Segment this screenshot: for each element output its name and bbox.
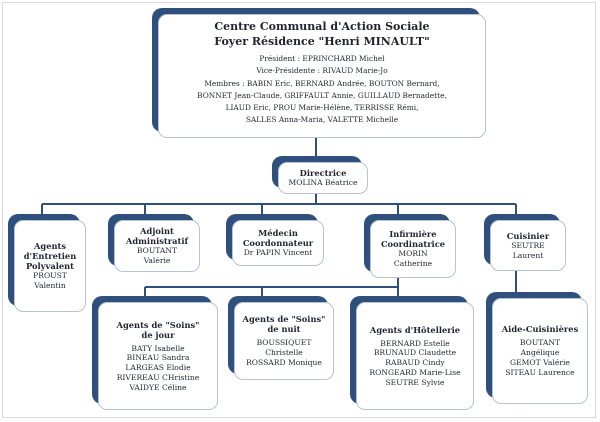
person-name: GEMOT Valérie <box>510 358 570 367</box>
card-title: Aide-Cuisinières <box>501 324 579 335</box>
card-title: Cuisinier <box>506 230 550 241</box>
person-name: Catherine <box>393 259 433 268</box>
person-name: Laurent <box>512 250 544 260</box>
directrice-name: MOLINA Béatrice <box>288 178 358 188</box>
card-title: Infirmière <box>389 229 437 240</box>
person-name: BATY Isabelle <box>131 343 185 353</box>
cuisinier-card: Cuisinier SEUTRE Laurent <box>484 214 566 271</box>
person-name: Angélique <box>520 348 560 358</box>
person-name: RIVEREAU CHristine <box>116 372 200 382</box>
person-name: VAIDYE Céline <box>129 382 187 392</box>
members-line: LIAUD Eric, PROU Marie-Hélène, TERRISSE … <box>225 103 419 113</box>
card-title: Coordinatrice <box>380 239 446 250</box>
card-title: Coordonnateur <box>242 238 314 249</box>
card-title: Agents de "Soins" <box>116 319 200 330</box>
person-name: RONGEARD Marie-Lise <box>369 367 461 377</box>
members-line: Membres : BABIN Eric, BERNARD Andrée, BO… <box>204 78 440 88</box>
person-name: Dr PAPIN Vincent <box>243 248 313 258</box>
card-title: de jour <box>141 329 175 340</box>
vice-president-line: Vice-Présidente : RIVAUD Marie-Jo <box>256 66 388 76</box>
card-title: de nuit <box>267 324 301 335</box>
card-title: Agents d'Hôtellerie <box>369 324 461 335</box>
agents-hotellerie-card: Agents d'Hôtellerie BERNARD Estelle BRUN… <box>350 296 474 410</box>
card-title: Agents de "Soins" <box>242 314 326 325</box>
directrice-title: Directrice <box>299 168 347 179</box>
person-name: BINEAU Sandra <box>126 353 190 363</box>
card-title: Agents <box>33 241 67 252</box>
person-name: BOUSSIQUET <box>256 338 312 348</box>
person-name: BOUTANT <box>519 338 561 348</box>
person-name: Valérie <box>143 256 171 265</box>
person-name: BOUTANT <box>136 246 178 256</box>
card-title: Médecin <box>258 228 298 239</box>
president-line: Président : EPRINCHARD Michel <box>259 54 385 63</box>
card-title: d'Entretien <box>23 251 77 262</box>
person-name: LARGEAS Elodie <box>125 363 191 373</box>
person-name: Christelle <box>265 348 303 358</box>
adjoint-administratif-card: Adjoint Administratif BOUTANT Valérie <box>108 214 200 272</box>
medecin-coordonnateur-card: Médecin Coordonnateur Dr PAPIN Vincent <box>226 214 324 266</box>
agents-entretien-card: Agents d'Entretien Polyvalent PROUST Val… <box>8 214 86 312</box>
person-name: SEUTRE <box>511 240 545 250</box>
aide-cuisinieres-card: Aide-Cuisinières BOUTANT Angélique GEMOT… <box>486 292 588 404</box>
person-name: BRUNAUD Claudette <box>373 348 457 358</box>
ccas-title: Centre Communal d'Action Sociale <box>214 20 430 33</box>
card-title: Administratif <box>125 236 189 247</box>
person-name: RABAUD Cindy <box>385 358 445 368</box>
members-line: BONNET Jean-Claude, GRIFFAULT Annie, GUI… <box>197 90 447 100</box>
person-name: Valentin <box>34 281 66 290</box>
members-line: SALLES Anna-Maria, VALETTE Michelle <box>245 115 399 125</box>
infirmiere-coordinatrice-card: Infirmière Coordinatrice MORIN Catherine <box>364 214 456 278</box>
person-name: BERNARD Estelle <box>380 338 450 348</box>
soins-jour-card: Agents de "Soins" de jour BATY Isabelle … <box>92 296 218 410</box>
soins-nuit-card: Agents de "Soins" de nuit BOUSSIQUET Chr… <box>228 296 334 380</box>
person-name: PROUST <box>33 271 67 281</box>
foyer-title: Foyer Résidence "Henri MINAULT" <box>214 35 430 48</box>
person-name: SEUTRE Sylvie <box>385 377 445 387</box>
ccas-board-card: Centre Communal d'Action Sociale Foyer R… <box>152 8 486 138</box>
directrice-card: Directrice MOLINA Béatrice <box>272 156 368 194</box>
person-name: ROSSARD Monique <box>246 357 322 367</box>
person-name: SITEAU Laurence <box>505 367 575 377</box>
person-name: MORIN <box>398 249 428 259</box>
card-title: Adjoint <box>140 226 174 237</box>
card-title: Polyvalent <box>25 261 74 272</box>
